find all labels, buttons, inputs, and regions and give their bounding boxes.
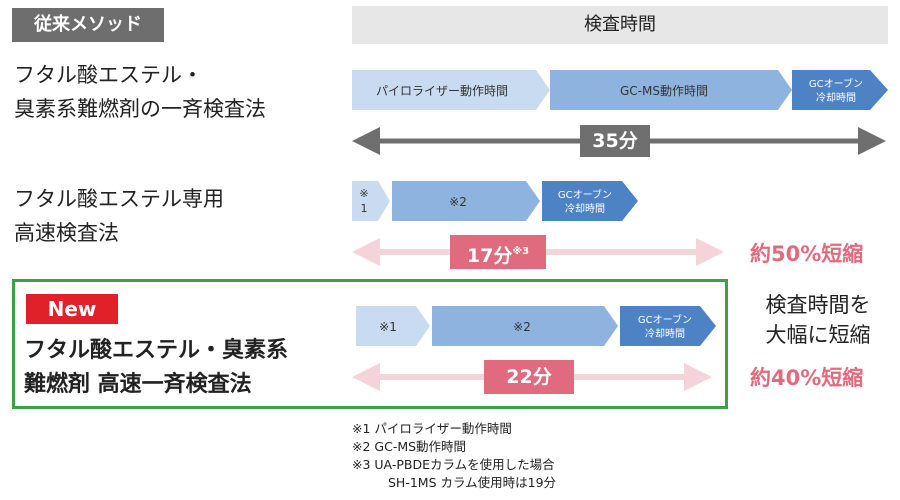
legacy-total-box (580, 125, 650, 157)
phthalate-name-line1: フタル酸エステル専用 (14, 187, 224, 211)
legacy-pyrolyzer-label: パイロライザー動作時間 (376, 84, 508, 98)
footnote-1: ※1 パイロライザー動作時間 (352, 421, 512, 436)
new-arrow-left-head (352, 363, 380, 391)
new-badge: New (26, 294, 118, 324)
phthalate-reduction: 約50%短縮 (750, 242, 864, 266)
new-total-box (484, 360, 574, 394)
new-method-name: フタル酸エステル・臭素系 難燃剤 高速一斉検査法 (24, 334, 288, 402)
legacy-oven-label: GCオーブン (809, 77, 863, 90)
phthalate-seg1 (352, 181, 390, 221)
phthalate-seg2-label: ※2 (449, 195, 467, 209)
footnote-3b: SH-1MS カラム使用時は19分 (388, 475, 557, 490)
new-seg3-label-a: GCオーブン (638, 313, 692, 326)
new-total-time: 22分 (506, 366, 552, 388)
summary-line2: 大幅に短縮 (765, 323, 871, 347)
new-seg2 (432, 306, 618, 346)
legacy-name-line1: フタル酸エステル・ (14, 63, 203, 87)
inspection-time-header: 検査時間 (352, 6, 888, 44)
phthalate-name-line2: 高速検査法 (14, 221, 119, 245)
new-seg2-label: ※2 (513, 320, 531, 334)
legacy-gcms-label: GC-MS動作時間 (620, 84, 708, 98)
new-reduction: 約40%短縮 (750, 366, 864, 390)
phthalate-arrow-right-head (696, 238, 724, 266)
legacy-name-line2: 臭素系難燃剤の一斉検査法 (14, 97, 266, 121)
footnote-2: ※2 GC-MS動作時間 (352, 439, 467, 454)
phthalate-seg1-label-a: ※ (359, 187, 368, 200)
phthalate-seg3 (542, 181, 638, 221)
new-seg1 (356, 306, 430, 346)
summary-line1: 検査時間を (765, 293, 871, 317)
phthalate-total-time: 17分※3 (450, 235, 546, 269)
footnote-3: ※3 UA-PBDEカラムを使用した場合 (352, 457, 555, 472)
legacy-total-time: 35分 (592, 130, 638, 152)
new-seg1-label: ※1 (379, 320, 397, 334)
legacy-gcms-segment (550, 70, 792, 110)
phthalate-arrow-left-head (352, 238, 380, 266)
legacy-arrow-right-head (858, 127, 886, 155)
phthalate-method-name: フタル酸エステル専用 高速検査法 (14, 182, 224, 250)
footnotes: ※1 パイロライザー動作時間 ※2 GC-MS動作時間 ※3 UA-PBDEカラ… (352, 420, 556, 492)
phthalate-total-box (450, 235, 546, 269)
new-arrow-right-head (684, 363, 712, 391)
phthalate-total-note: ※3 (512, 246, 530, 257)
legacy-pyrolyzer-segment (352, 70, 550, 110)
summary-text: 検査時間を 大幅に短縮 (744, 290, 892, 350)
legacy-arrow-left-head (352, 127, 380, 155)
legacy-cooling-label: 冷却時間 (816, 91, 856, 104)
legacy-method-name: フタル酸エステル・ 臭素系難燃剤の一斉検査法 (14, 58, 266, 126)
phthalate-seg1-label-b: 1 (361, 202, 368, 215)
phthalate-seg3-label-b: 冷却時間 (565, 202, 605, 215)
legacy-method-label: 従来メソッド (12, 8, 164, 42)
new-name-line2: 難燃剤 高速一斉検査法 (24, 372, 252, 397)
new-name-line1: フタル酸エステル・臭素系 (24, 338, 289, 363)
new-seg3-label-b: 冷却時間 (645, 327, 685, 340)
phthalate-total-value: 17分 (466, 245, 513, 267)
new-seg3 (620, 306, 716, 346)
new-method-highlight-box (12, 279, 728, 409)
legacy-cooling-segment (792, 70, 888, 110)
phthalate-seg2 (392, 181, 540, 221)
phthalate-seg3-label-a: GCオーブン (558, 188, 612, 201)
